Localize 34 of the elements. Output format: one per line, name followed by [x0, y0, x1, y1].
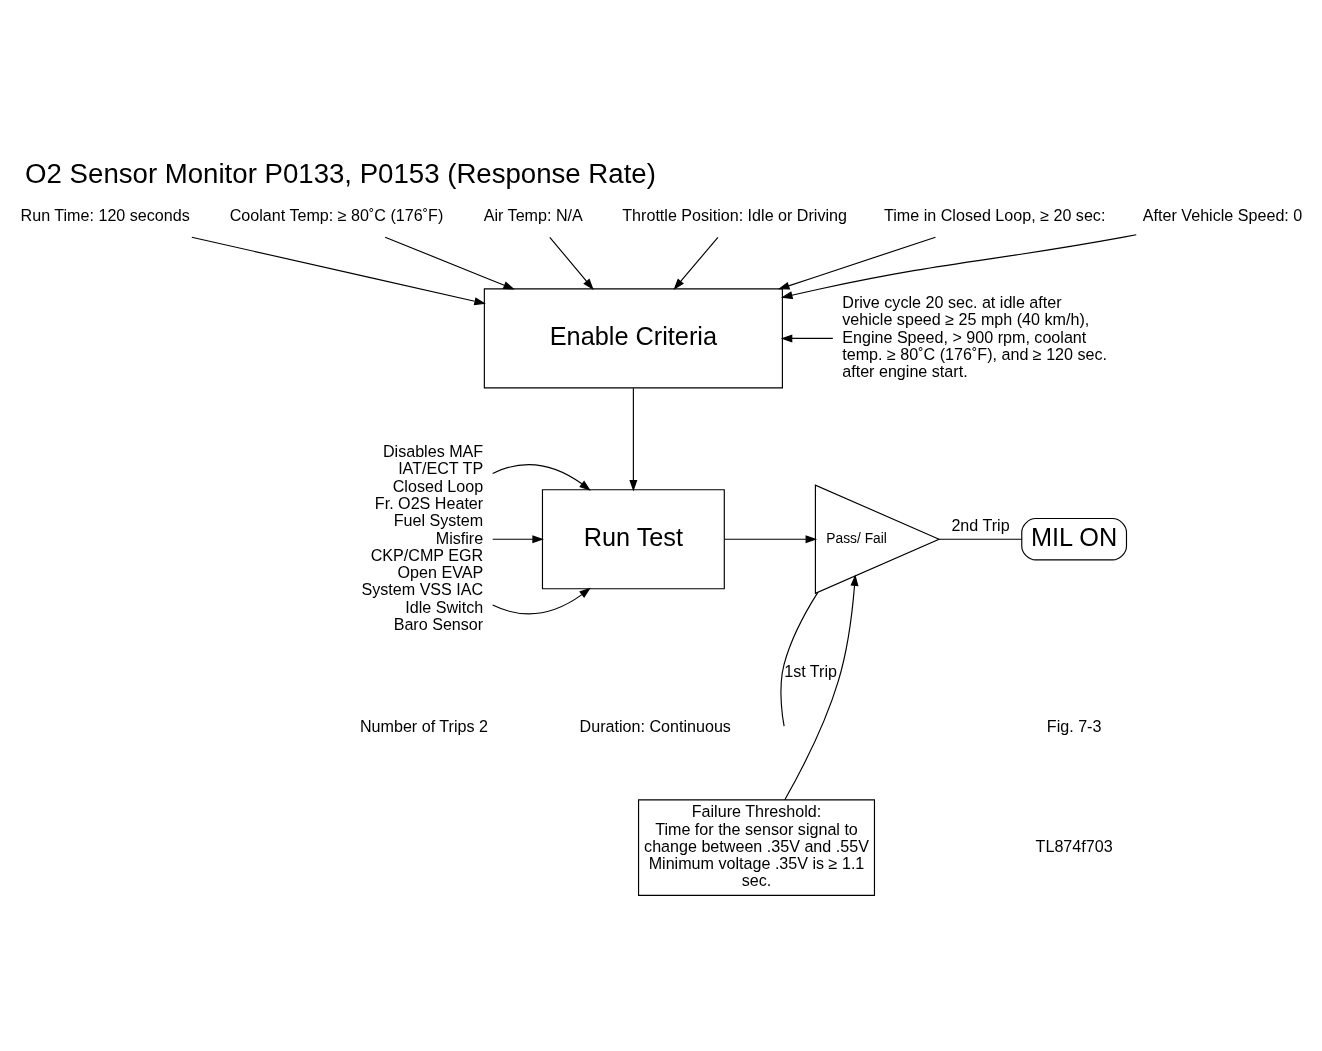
label: Fig. 7-3	[1046, 716, 1102, 735]
arrow	[723, 534, 818, 543]
diagram-title: O2 Sensor Monitor P0133, P0153 (Response Rate)	[25, 157, 656, 189]
edge-label: 1st Trip	[784, 661, 838, 680]
connector	[938, 538, 1023, 540]
edge-label: 2nd Trip	[951, 515, 1010, 534]
node-text: Run Time: 120 seconds	[20, 205, 190, 224]
node-text: Air Temp: N/A	[483, 205, 583, 224]
node-text: Time in Closed Loop, ≥ 20 sec:	[884, 205, 1106, 224]
node-text: Coolant Temp: ≥ 80˚C (176˚F)	[229, 205, 444, 224]
arrow	[784, 573, 859, 800]
label: TL874f703	[1035, 836, 1113, 855]
arrow	[492, 534, 544, 543]
arrow	[191, 236, 486, 305]
node-box: Enable Criteria	[483, 287, 783, 388]
node-box: Run Test	[541, 488, 725, 589]
node-text: Throttle Position: Idle or Driving	[622, 205, 848, 224]
node-text: Disables MAF IAT/ECT TP Closed Loop Fr. O2S Heater Fuel System Misfire CKP/CMP EGR Open EVAP System VSS IAC Idle Switch Baro Sensor	[361, 441, 484, 633]
arrow	[549, 236, 594, 290]
arrow	[492, 463, 591, 491]
node-box: Failure Threshold: Time for the sensor signal to change between .35V and .55V Minimum voltage .35V is ≥ 1.1 sec.	[638, 798, 876, 896]
arrow	[384, 236, 515, 289]
arrow	[492, 587, 591, 614]
arrow	[778, 236, 937, 290]
node-box: MIL ON	[1021, 517, 1128, 561]
arrow	[673, 236, 719, 290]
connector	[780, 591, 819, 727]
arrow	[629, 387, 638, 491]
label: Duration: Continuous	[579, 716, 731, 735]
node-text: Drive cycle 20 sec. at idle after vehicle speed ≥ 25 mph (40 km/h), Engine Speed, > 900 rpm, coolant temp. ≥ 80˚C (176˚F), and ≥ 120 sec. after engine start.	[842, 292, 1108, 380]
node-text: After Vehicle Speed: 0	[1142, 205, 1303, 224]
arrow	[781, 233, 1137, 299]
label: Number of Trips 2	[359, 716, 488, 735]
arrow	[780, 333, 834, 342]
